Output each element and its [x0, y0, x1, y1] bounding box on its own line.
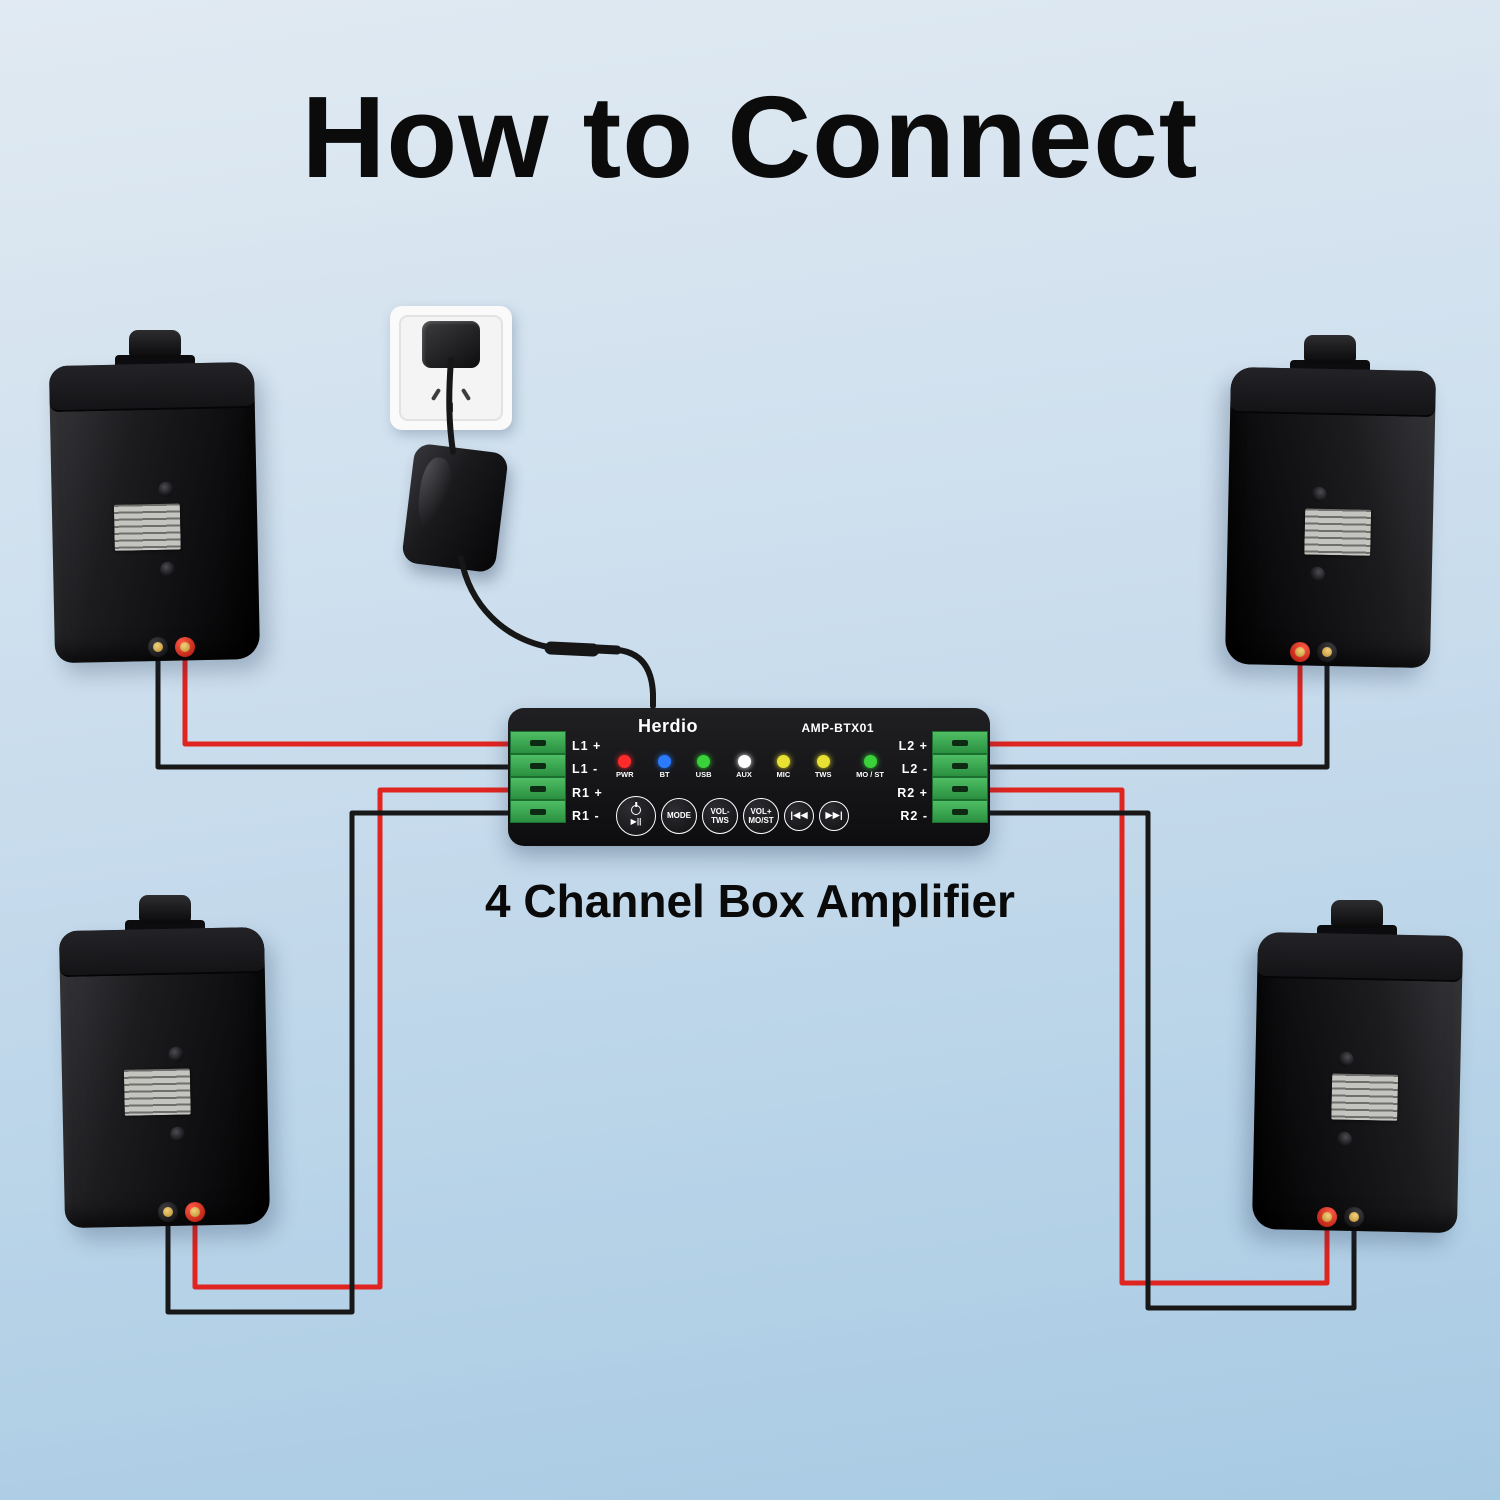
- previous-track-button: |◀◀: [784, 801, 814, 831]
- right-channel-labels: L2 + L2 - R2 + R2 -: [897, 734, 928, 828]
- mode-button: MODE: [661, 798, 697, 834]
- volume-up-label: VOL+ MO/ST: [748, 806, 774, 825]
- led-bt-dot: [658, 754, 672, 768]
- dc-connector-barrel: [544, 641, 600, 657]
- mode-button-label: MODE: [667, 811, 691, 821]
- play-pause-icon: ▶||: [630, 817, 642, 827]
- terminal-label-l2-minus: L2 -: [901, 762, 928, 777]
- led-pwr-dot: [618, 754, 632, 768]
- terminal-label-l1-minus: L1 -: [572, 762, 599, 777]
- terminal-label-l2-plus: L2 +: [898, 738, 928, 753]
- terminal-label-r1-plus: R1 +: [572, 785, 603, 800]
- speaker-terminal-positive: [185, 1202, 205, 1222]
- led-tws-dot: [816, 754, 830, 768]
- wire-top-left-positive: [182, 647, 548, 747]
- wire-bottom-right-negative: [947, 810, 1357, 1311]
- amplifier-face: Herdio AMP-BTX01 PWR BT USB AU: [614, 715, 886, 838]
- wire-top-right-positive: [947, 652, 1303, 747]
- wire-top-right-negative: [947, 652, 1330, 770]
- power-play-button: ▶||: [616, 796, 656, 836]
- mounting-bracket-knob: [128, 330, 181, 358]
- led-usb-dot: [697, 754, 711, 768]
- amplifier-caption: 4 Channel Box Amplifier: [485, 875, 1015, 927]
- terminal-slot-r1-minus: [510, 800, 566, 823]
- volume-down-tws-button: VOL- TWS: [702, 798, 738, 834]
- terminal-block-right: [932, 731, 988, 823]
- led-usb: USB: [695, 754, 712, 779]
- terminal-slot-r2-minus: [932, 800, 988, 823]
- next-icon: ▶▶|: [825, 809, 843, 821]
- page-title: How to Connect: [301, 72, 1199, 202]
- wire-bottom-left-positive: [192, 787, 548, 1290]
- led-mic: MIC: [776, 754, 791, 779]
- speaker-terminal-positive: [175, 637, 195, 657]
- wire-bottom-right-positive: [947, 787, 1330, 1286]
- led-tws-label: TWS: [814, 769, 832, 779]
- left-channel-labels: L1 + L1 - R1 + R1 -: [572, 734, 603, 828]
- button-row: ▶|| MODE VOL- TWS VOL+ MO/ST |◀◀ ▶▶|: [614, 796, 886, 838]
- speaker-terminal-negative: [148, 637, 168, 657]
- terminal-label-r1-minus: R1 -: [572, 809, 600, 824]
- led-mo-st: MO / ST: [856, 754, 884, 779]
- wire-bottom-left-negative: [165, 810, 548, 1315]
- led-bt: BT: [658, 754, 672, 779]
- led-aux-label: AUX: [736, 769, 752, 779]
- wire-top-left-negative: [155, 647, 548, 770]
- led-mo-st-label: MO / ST: [856, 769, 884, 779]
- cord-adapter-output: [458, 555, 551, 650]
- terminal-label-r2-minus: R2 -: [900, 809, 928, 824]
- power-icon: [631, 805, 641, 816]
- amplifier: L1 + L1 - R1 + R1 - Herdio AMP-BTX01 PWR…: [508, 708, 990, 846]
- cord-to-amplifier: [614, 647, 656, 709]
- led-aux-dot: [737, 754, 751, 768]
- volume-down-label: VOL- TWS: [710, 806, 730, 825]
- previous-icon: |◀◀: [790, 809, 808, 821]
- volume-up-mono-stereo-button: VOL+ MO/ST: [743, 798, 779, 834]
- model-number: AMP-BTX01: [801, 721, 874, 735]
- led-mic-dot: [776, 754, 790, 768]
- cord-plug-to-adapter: [446, 357, 456, 455]
- next-track-button: ▶▶|: [819, 801, 849, 831]
- led-mo-st-dot: [863, 754, 877, 768]
- terminal-label-l1-plus: L1 +: [572, 738, 602, 753]
- led-pwr-label: PWR: [616, 769, 634, 779]
- brand-logo: Herdio: [638, 716, 699, 736]
- speaker-top-left: [48, 330, 261, 664]
- led-bt-label: BT: [659, 769, 670, 779]
- led-pwr: PWR: [616, 754, 634, 779]
- dc-connector-tip: [592, 644, 622, 655]
- speaker-bottom-left: [58, 895, 271, 1229]
- led-usb-label: USB: [695, 769, 712, 779]
- terminal-label-r2-plus: R2 +: [897, 785, 928, 800]
- led-aux: AUX: [736, 754, 752, 779]
- led-indicator-row: PWR BT USB AUX MIC: [614, 754, 886, 779]
- terminal-block-left: [510, 731, 566, 823]
- amplifier-header: Herdio AMP-BTX01: [614, 715, 886, 737]
- led-mic-label: MIC: [776, 769, 791, 779]
- speaker-terminal-negative: [158, 1202, 178, 1222]
- led-tws: TWS: [814, 754, 832, 779]
- mounting-bracket-knob: [138, 895, 191, 923]
